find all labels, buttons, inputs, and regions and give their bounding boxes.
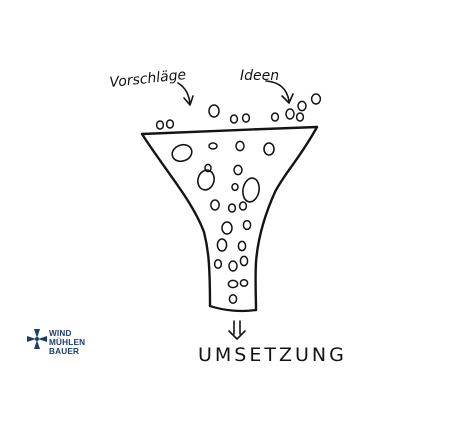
funnel	[140, 125, 319, 313]
arrow-from-vorschlaege	[177, 82, 194, 106]
label-ideen: Ideen	[240, 68, 279, 84]
double-arrow-down	[228, 320, 246, 340]
windmill-icon	[27, 329, 47, 349]
windmuehlen-bauer-logo: WIND MÜHLEN BAUER	[27, 329, 85, 356]
logo-line-3: BAUER	[49, 347, 79, 356]
funnel-left-wall	[140, 132, 212, 308]
funnel-bottom	[208, 304, 258, 313]
label-umsetzung: UMSETZUNG	[198, 344, 347, 366]
bubbles-above	[155, 93, 322, 130]
logo-line-2: MÜHLEN	[49, 337, 85, 347]
bubbles-inside	[171, 140, 275, 304]
arrow-from-ideen	[265, 80, 294, 104]
funnel-right-wall	[254, 125, 319, 312]
logo-line-1: WIND	[49, 329, 72, 338]
funnel-rim	[140, 125, 319, 136]
label-vorschlaege: Vorschläge	[109, 67, 187, 91]
